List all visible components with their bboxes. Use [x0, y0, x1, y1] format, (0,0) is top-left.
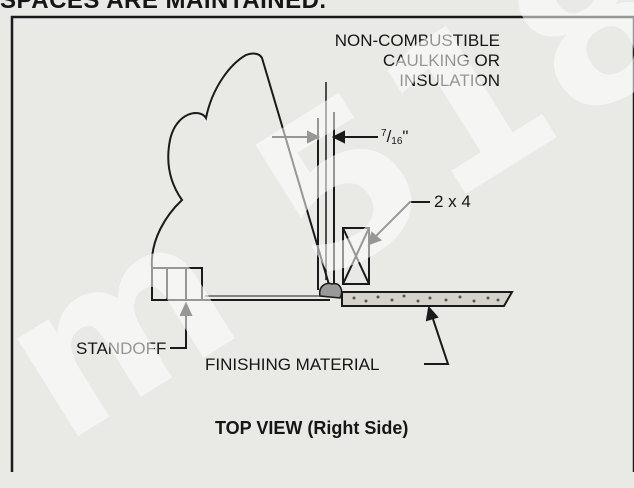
standoff-leader [170, 301, 193, 349]
diagram-drawing [10, 15, 634, 472]
gap-denominator: 16 [391, 136, 403, 147]
finishing-leader [424, 305, 450, 365]
caulking-blob [318, 282, 343, 299]
stud-2x4 [342, 227, 370, 285]
diagram-frame [10, 15, 634, 472]
gap-numerator: 7 [381, 128, 387, 139]
standoff-label: STANDOFF [76, 339, 167, 358]
caulking-label-line3: INSULATION [399, 71, 500, 90]
gap-dimension-label: 7/16" [381, 127, 409, 147]
caulking-label: NON-COMBUSTIBLE CAULKING OR INSULATION [250, 31, 500, 91]
finishing-material-strip [341, 291, 514, 307]
gap-unit: " [402, 127, 409, 146]
caulking-label-line2: CAULKING OR [382, 51, 500, 70]
gap-dimension [272, 130, 378, 144]
finishing-label: FINISHING MATERIAL [205, 355, 380, 374]
stud-label: 2 x 4 [434, 192, 471, 211]
page-heading: SPACES ARE MAINTAINED. [0, 0, 327, 14]
caulking-label-line1: NON-COMBUSTIBLE [334, 31, 500, 50]
stud-leader [367, 201, 430, 246]
finishing-speckles [352, 294, 500, 303]
standoff-blocks [151, 267, 203, 301]
fireplace-outline [150, 52, 331, 300]
diagram-caption: TOP VIEW (Right Side) [215, 418, 409, 438]
